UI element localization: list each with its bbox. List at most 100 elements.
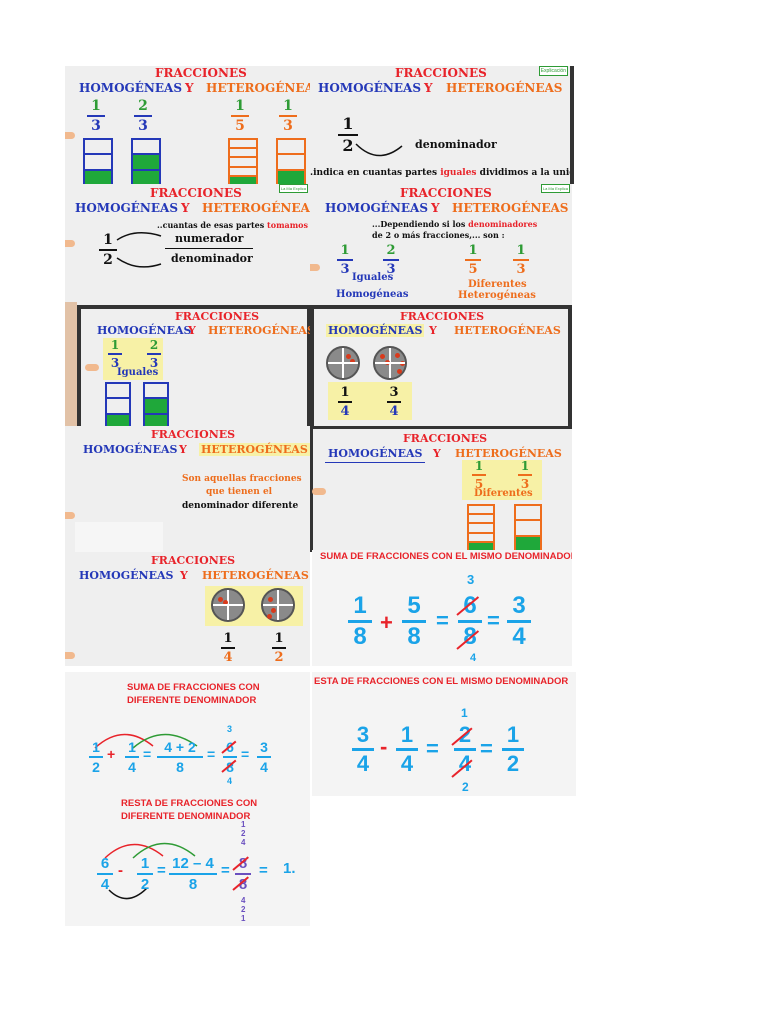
pointer-hand xyxy=(312,488,326,495)
homogeneas-label: HOMOGÉNEAS xyxy=(97,324,192,337)
y-label: Y xyxy=(180,569,188,582)
slide-resta-mismo-denominador: ESTA DE FRACCIONES CON EL MISMO DENOMINA… xyxy=(312,672,576,796)
slide-title: FRACCIONES xyxy=(151,428,236,441)
bucket-one-third xyxy=(105,382,131,426)
heterogeneas-label: HETEROGÉNEAS xyxy=(202,201,310,215)
diferentes-label: Diferentes xyxy=(468,279,527,290)
bucket-two-thirds xyxy=(143,382,169,426)
pizza-three-quarters xyxy=(373,346,407,380)
simplify-top: 3 xyxy=(467,572,475,587)
slide-title: FRACCIONES xyxy=(155,66,247,80)
y-label: Y xyxy=(431,201,440,215)
homogeneas-label: HOMOGÉNEAS xyxy=(328,447,423,460)
equals-sign-1: = xyxy=(143,746,152,762)
slide-heterogeneas-definicion: FRACCIONES HOMOGÉNEAS Y HETEROGÉNEAS Son… xyxy=(65,426,310,552)
slide-suma-diferente-denominador: SUMA DE FRACCIONES CON DIFERENTE DENOMIN… xyxy=(65,672,310,796)
equals-sign-3: = xyxy=(241,746,250,762)
heterogeneas-label: HETEROGÉNEAS xyxy=(446,81,563,95)
slide-title: FRACCIONES xyxy=(150,186,242,200)
pizza-one-quarter xyxy=(326,346,360,380)
homogeneas-label: HOMOGÉNEAS xyxy=(326,324,425,337)
pointer-hand xyxy=(65,132,75,139)
heterogeneas-label: HETEROGÉNEAS xyxy=(455,447,562,460)
slide-resta-diferente-denominador: RESTA DE FRACCIONES CON DIFERENTE DENOMI… xyxy=(65,796,310,926)
bucket-one-third xyxy=(83,138,113,184)
pizza-one-half xyxy=(261,588,295,622)
homogeneas-label: HOMOGÉNEAS xyxy=(318,81,422,95)
y-label: Y xyxy=(188,324,196,337)
cross-multiply-arrows xyxy=(94,733,198,749)
y-label: Y xyxy=(179,443,187,456)
brace-curves xyxy=(116,232,162,268)
brand-logo: La Ma Explica xyxy=(540,184,570,193)
heterogeneas-sub: Heterogéneas xyxy=(458,290,536,301)
slide-title: FRACCIONES xyxy=(400,310,485,323)
brace-curve xyxy=(355,143,403,157)
simplify-bottom: 4 xyxy=(470,652,477,664)
slide-title: SUMA DE FRACCIONES CON EL MISMO DENOMINA… xyxy=(320,551,572,562)
y-label: Y xyxy=(433,447,441,460)
dependiendo-line2: de 2 o más fracciones,... son : xyxy=(372,230,505,240)
slide-suma-mismo-denominador: SUMA DE FRACCIONES CON EL MISMO DENOMINA… xyxy=(312,550,572,666)
brand-logo: Explicación xyxy=(538,66,568,76)
heterogeneas-label: HETEROGÉNEAS xyxy=(454,324,561,337)
tomamos-note: ..cuantas de esas partes tomamos xyxy=(157,220,309,230)
homogeneas-label: HOMOGÉNEAS xyxy=(325,201,429,215)
teacher-figure xyxy=(65,302,77,426)
equals-sign-3: = xyxy=(259,862,268,879)
frame-border xyxy=(310,305,572,426)
iguales-label: Iguales xyxy=(352,272,394,283)
slide-homogeneas-buckets: FRACCIONES HOMOGÉNEAS Y HETEROGÉNEAS 13 … xyxy=(65,66,310,184)
brand-logo: La Ma Explica xyxy=(278,184,308,193)
definition-line1: Son aquellas fracciones xyxy=(182,474,302,484)
slide-title: FRACCIONES xyxy=(151,554,236,567)
pointer-hand xyxy=(85,364,99,371)
plus-sign: + xyxy=(107,746,116,762)
y-label: Y xyxy=(185,81,194,95)
homogeneas-label: HOMOGÉNEAS xyxy=(79,81,183,95)
cross-multiply-arrows xyxy=(104,842,196,900)
bucket-one-fifth xyxy=(228,138,258,184)
equals-sign-1: = xyxy=(436,608,449,633)
heterogeneas-label: HETEROGÉNEAS xyxy=(202,569,309,582)
highlight-box xyxy=(462,460,542,500)
homogeneas-label: HOMOGÉNEAS xyxy=(79,569,174,582)
slide-title-line2: DIFERENTE DENOMINADOR xyxy=(127,695,257,706)
slide-title: FRACCIONES xyxy=(395,66,487,80)
slide-title: FRACCIONES xyxy=(400,186,492,200)
y-label: Y xyxy=(181,201,190,215)
slide-numerador: FRACCIONES HOMOGÉNEAS Y HETEROGÉNEAS La … xyxy=(65,184,310,302)
heterogeneas-label: HETEROGÉNEAS xyxy=(452,201,569,215)
blank-area xyxy=(75,522,163,552)
plus-sign: + xyxy=(380,610,393,635)
pointer-hand xyxy=(65,240,75,247)
minus-sign: - xyxy=(118,862,123,879)
